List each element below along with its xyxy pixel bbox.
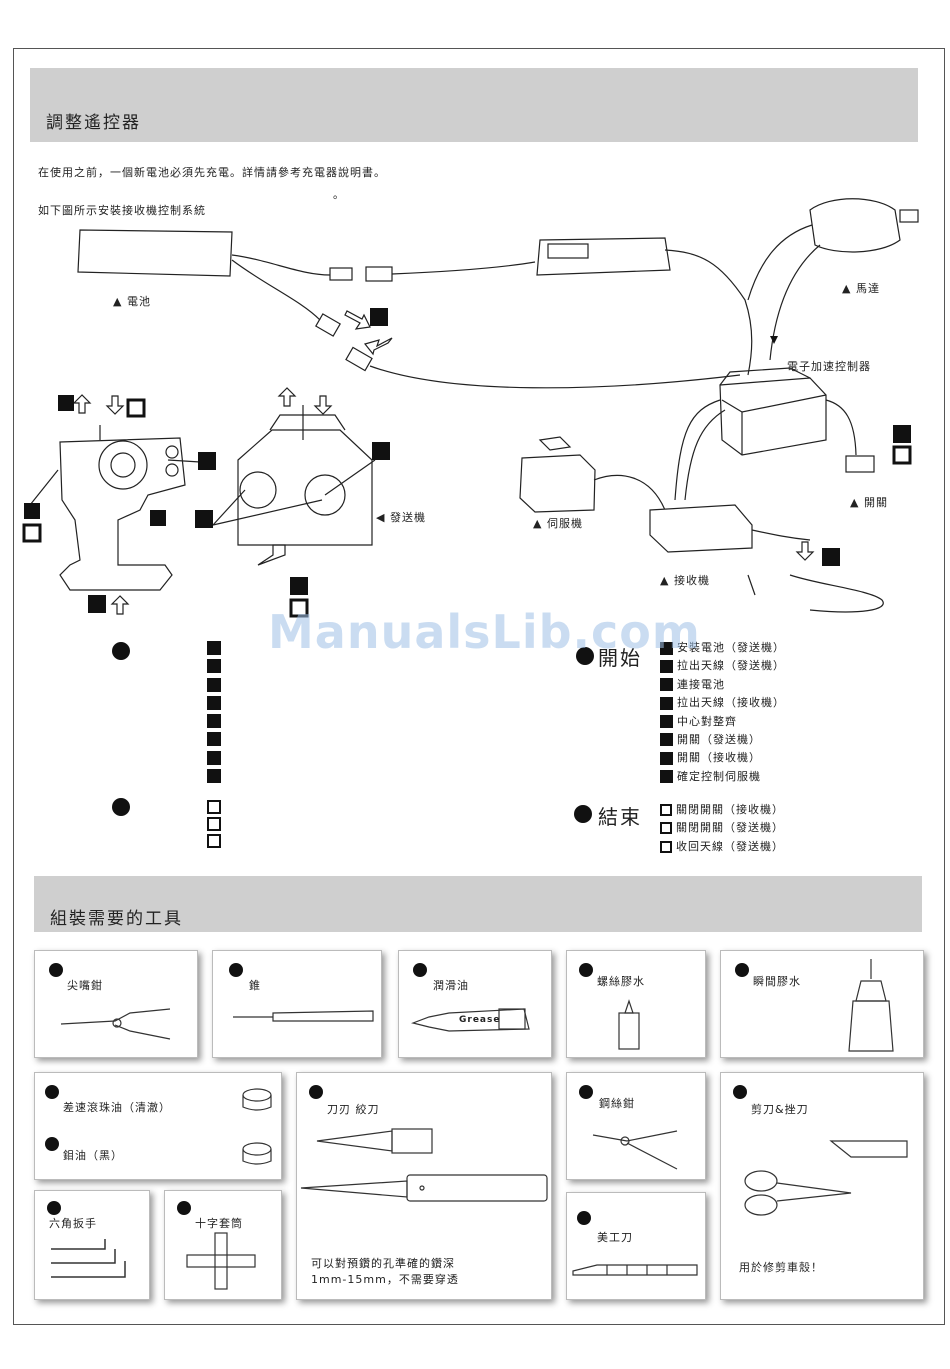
stray-mark: 。 [333, 188, 345, 201]
bullet-icon [45, 1137, 59, 1151]
reamer-icon [300, 1128, 548, 1202]
label-motor: ▲ 馬達 [842, 282, 880, 295]
hex-wrench-icon [51, 1239, 126, 1278]
section-title: 組裝需要的工具 [50, 909, 183, 929]
glue-bottle-icon [618, 999, 640, 1050]
section-title: 調整遙控器 [46, 113, 141, 133]
tool-card-cross-wrench: 十字套筒 [164, 1190, 282, 1300]
label-transmitter: ◀ 發送機 [376, 511, 426, 524]
tool-label: 美工刀 [597, 1231, 633, 1244]
wire-cutter-icon [592, 1130, 678, 1170]
tool-label: 瞬間膠水 [753, 975, 801, 988]
tool-label: 錐 [249, 979, 261, 992]
label-esc: 電子加速控制器 [787, 360, 871, 373]
watermark: ManualsLib.com [268, 605, 701, 659]
oil-bottle-icons [242, 1088, 272, 1165]
tool-card-hex-wrench: 六角扳手 [34, 1190, 150, 1300]
bullet-icon [47, 1201, 61, 1215]
tool-card-thread-lock: 螺絲膠水 [566, 950, 706, 1058]
label-servo: ▲ 伺服機 [533, 517, 583, 530]
tool-card-reamer: 刀刃 絞刀 可以對預鑽的孔準確的鑽深 1mm-15mm，不需要穿透 [296, 1072, 552, 1300]
page-frame [13, 48, 945, 1325]
start-dot-left [112, 642, 130, 660]
hobby-knife-icon [572, 1264, 698, 1276]
start-step: 拉出天線（發送機） [677, 659, 785, 673]
bullet-icon [229, 963, 243, 977]
scissors-note: 用於修剪車殼！ [739, 1261, 823, 1274]
start-step: 安裝電池（發送機） [677, 641, 785, 654]
section-header-tools: 組裝需要的工具 [34, 876, 922, 932]
tool-card-scissors: 剪刀&挫刀 用於修剪車殼！ [720, 1072, 924, 1300]
end-dot-left [112, 798, 130, 816]
tool-label: 剪刀&挫刀 [751, 1103, 809, 1116]
start-steps: 安裝電池（發送機） 拉出天線（發送機） 連接電池 拉出天線（接收機） 中心對整齊… [660, 639, 785, 786]
tool-label: 螺絲膠水 [597, 975, 645, 988]
start-step: 開關（接收機） [677, 751, 761, 765]
start-step: 確定控制伺服機 [677, 769, 761, 783]
tool-card-wire-cutter: 鋼絲鉗 [566, 1072, 706, 1180]
bullet-icon [177, 1201, 191, 1215]
awl-icon [233, 1010, 374, 1022]
tool-label: 尖嘴鉗 [67, 979, 103, 992]
intro-text: 在使用之前，一個新電池必須先充電。詳情請參考充電器說明書。 [38, 166, 386, 179]
end-step: 關閉開關（發送機） [676, 821, 784, 835]
reamer-note-1: 可以對預鑽的孔準確的鑽深 [311, 1257, 455, 1270]
pliers-icon [60, 1008, 171, 1040]
bullet-icon [735, 963, 749, 977]
tool-card-lubricant: 潤滑油 Grease [398, 950, 552, 1058]
bullet-icon [45, 1085, 59, 1099]
label-switch: ▲ 開關 [850, 496, 888, 509]
end-steps: 關閉開關（接收機） 關閉開關（發送機） 收回天線（發送機） [660, 801, 784, 856]
grease-label: Grease [459, 1015, 501, 1025]
label-receiver: ▲ 接收機 [660, 574, 710, 587]
bullet-icon [733, 1085, 747, 1099]
bullet-icon [413, 963, 427, 977]
label-battery: ▲ 電池 [113, 295, 151, 308]
tool-label: 十字套筒 [195, 1217, 243, 1230]
glue-bottle-icon [848, 959, 894, 1052]
tool-label: 鉬油（黑） [63, 1149, 123, 1162]
tool-card-oils: 差速滾珠油（清澈） 鉬油（黑） [34, 1072, 282, 1180]
tool-label: 六角扳手 [49, 1217, 97, 1230]
end-step: 關閉開關（接收機） [676, 803, 784, 816]
start-step: 拉出天線（接收機） [677, 696, 785, 710]
tool-card-awl: 錐 [212, 950, 382, 1058]
grease-tube-icon [410, 1008, 530, 1032]
start-step: 開關（發送機） [677, 732, 761, 746]
start-heading: 開始 [598, 646, 642, 670]
start-step: 中心對整齊 [677, 714, 737, 728]
start-step: 連接電池 [677, 677, 725, 691]
bullet-icon [49, 963, 63, 977]
end-heading: 結束 [598, 805, 642, 829]
scissors-icon [744, 1140, 908, 1216]
tool-card-instant-glue: 瞬間膠水 [720, 950, 924, 1058]
tool-label: 刀刃 絞刀 [327, 1103, 380, 1116]
install-subtitle: 如下圖所示安裝接收機控制系統 [38, 204, 206, 217]
tool-card-needle-nose-pliers: 尖嘴鉗 [34, 950, 198, 1058]
tool-label: 潤滑油 [433, 979, 469, 992]
end-dot [574, 805, 592, 823]
bullet-icon [577, 1211, 591, 1225]
bullet-icon [579, 963, 593, 977]
bullet-icon [579, 1085, 593, 1099]
reamer-note-2: 1mm-15mm，不需要穿透 [311, 1273, 459, 1286]
tool-label: 差速滾珠油（清澈） [63, 1101, 171, 1114]
cross-wrench-icon [186, 1232, 256, 1290]
start-marker-column [207, 641, 221, 787]
tool-label: 鋼絲鉗 [599, 1097, 635, 1110]
bullet-icon [309, 1085, 323, 1099]
start-dot [576, 647, 594, 665]
section-header-adjust-transmitter: 調整遙控器 [30, 68, 918, 142]
end-step: 收回天線（發送機） [676, 839, 784, 853]
tool-card-hobby-knife: 美工刀 [566, 1192, 706, 1300]
end-marker-column [207, 800, 221, 851]
